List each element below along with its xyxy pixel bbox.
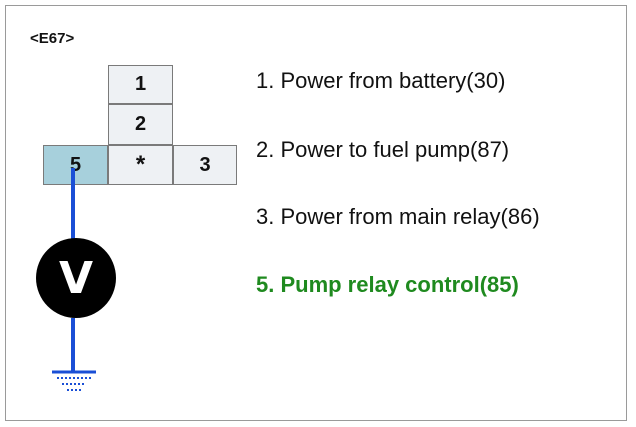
- legend-item-pin-1: 1. Power from battery(30): [256, 68, 506, 93]
- connector-pin-2: 2: [108, 104, 173, 145]
- pin-center-label: *: [135, 151, 146, 178]
- voltmeter-icon: [36, 238, 116, 318]
- pin-2-label: 2: [134, 113, 147, 135]
- legend-item-pin-5: 5. Pump relay control(85): [256, 272, 519, 297]
- connector-pin-1: 1: [108, 65, 173, 104]
- legend-item-pin-2: 2. Power to fuel pump(87): [256, 137, 510, 162]
- legend-item-pin-3: 3. Power from main relay(86): [256, 204, 540, 229]
- ground-icon: [52, 370, 96, 391]
- pin-3-label: 3: [199, 153, 211, 176]
- pin-5-label: 5: [69, 153, 82, 176]
- voltmeter-symbol: V: [58, 252, 94, 304]
- connector-pin-3: 3: [173, 145, 237, 185]
- connector-pin-center: *: [108, 145, 173, 185]
- connector-pin-5: 5: [43, 145, 108, 185]
- pin-1-label: 1: [134, 73, 147, 95]
- connector-label: <E67>: [30, 30, 75, 47]
